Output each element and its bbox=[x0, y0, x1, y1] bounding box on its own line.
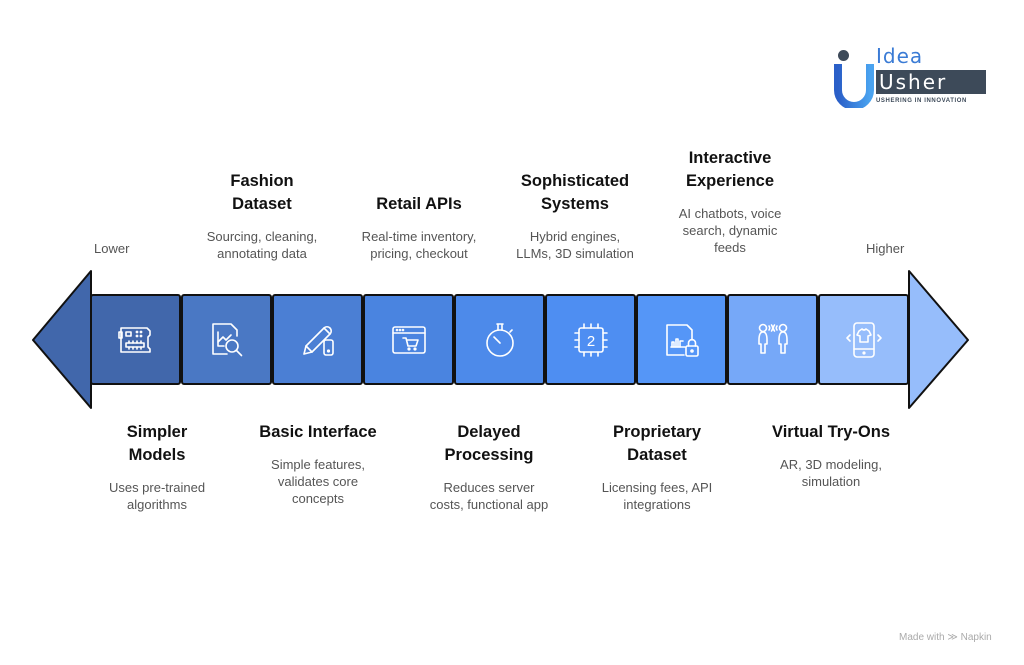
logo-tagline: USHERING IN INNOVATION bbox=[876, 98, 967, 104]
segment-retail-apis bbox=[363, 294, 454, 385]
item-title: Delayed Processing bbox=[444, 423, 534, 464]
segment-fashion-dataset bbox=[181, 294, 272, 385]
item-description: Sourcing, cleaning, annotating data bbox=[206, 229, 318, 261]
item-description: Licensing fees, API integrations bbox=[601, 480, 713, 512]
top-item-sophisticated-systems: Sophisticated Systems Hybrid engines, LL… bbox=[516, 170, 634, 262]
segment-interactive-experience bbox=[727, 294, 818, 385]
item-description: Real-time inventory, pricing, checkout bbox=[361, 229, 477, 261]
item-title: Proprietary Dataset bbox=[612, 423, 702, 464]
item-description: Simple features, validates core concepts bbox=[271, 457, 365, 506]
item-description: AI chatbots, voice search, dynamic feeds bbox=[678, 206, 782, 255]
item-description: Uses pre-trained algorithms bbox=[108, 480, 206, 512]
item-description: Reduces server costs, functional app bbox=[429, 480, 549, 512]
napkin-logo-icon: ≫ bbox=[947, 632, 958, 643]
segment-simpler-models bbox=[90, 294, 181, 385]
document-chart-lock-icon bbox=[665, 323, 699, 357]
item-description: AR, 3D modeling, simulation bbox=[780, 457, 882, 489]
top-item-interactive-experience: Interactive Experience AI chatbots, voic… bbox=[679, 147, 782, 256]
logo-u-icon bbox=[834, 64, 874, 108]
item-title: Fashion Dataset bbox=[230, 172, 294, 213]
logo-dot bbox=[838, 50, 849, 61]
scale-low-label: Lower bbox=[94, 241, 130, 256]
browser-cart-icon bbox=[391, 325, 426, 354]
item-description: Hybrid engines, LLMs, 3D simulation bbox=[516, 229, 634, 261]
segment-sophisticated-systems: 2 bbox=[545, 294, 636, 385]
item-title: Retail APIs bbox=[376, 195, 462, 213]
scale-high-label: Higher bbox=[866, 241, 905, 256]
bottom-item-simpler-models: Simpler Models Uses pre-trained algorith… bbox=[109, 421, 205, 513]
pencil-mobile-icon bbox=[302, 325, 334, 356]
logo-text-usher: Usher bbox=[876, 70, 986, 94]
top-item-retail-apis: Retail APIs Real-time inventory, pricing… bbox=[362, 193, 477, 262]
chart-search-icon bbox=[211, 322, 242, 356]
right-arrow-head bbox=[908, 270, 969, 409]
bottom-item-basic-interface: Basic Interface Simple features, validat… bbox=[259, 421, 376, 507]
segment-basic-interface bbox=[272, 294, 363, 385]
item-title: Simpler Models bbox=[126, 423, 188, 464]
segment-virtual-try-ons bbox=[818, 294, 909, 385]
item-title: Basic Interface bbox=[259, 423, 377, 441]
made-with-napkin-footer: Made with ≫ Napkin bbox=[899, 632, 992, 643]
top-item-fashion-dataset: Fashion Dataset Sourcing, cleaning, anno… bbox=[207, 170, 318, 262]
left-arrow-head bbox=[32, 270, 92, 409]
stopwatch-icon bbox=[485, 322, 514, 357]
item-title: Sophisticated Systems bbox=[520, 172, 630, 213]
idea-usher-logo: Idea Usher USHERING IN INNOVATION bbox=[832, 42, 992, 112]
bottom-item-delayed-processing: Delayed Processing Reduces server costs,… bbox=[430, 421, 549, 513]
people-talking-icon bbox=[757, 323, 788, 354]
item-title: Virtual Try-Ons bbox=[772, 423, 890, 441]
logo-text-idea: Idea bbox=[876, 44, 924, 68]
svg-text:2: 2 bbox=[586, 333, 594, 350]
bottom-item-virtual-try-ons: Virtual Try-Ons AR, 3D modeling, simulat… bbox=[772, 421, 890, 490]
segment-proprietary-dataset bbox=[636, 294, 727, 385]
chip-2-icon: 2 bbox=[573, 322, 608, 357]
circuit-board-icon bbox=[117, 326, 151, 353]
segment-delayed-processing bbox=[454, 294, 545, 385]
bottom-item-proprietary-dataset: Proprietary Dataset Licensing fees, API … bbox=[602, 421, 713, 513]
item-title: Interactive Experience bbox=[685, 149, 775, 190]
phone-tshirt-icon bbox=[845, 321, 882, 358]
